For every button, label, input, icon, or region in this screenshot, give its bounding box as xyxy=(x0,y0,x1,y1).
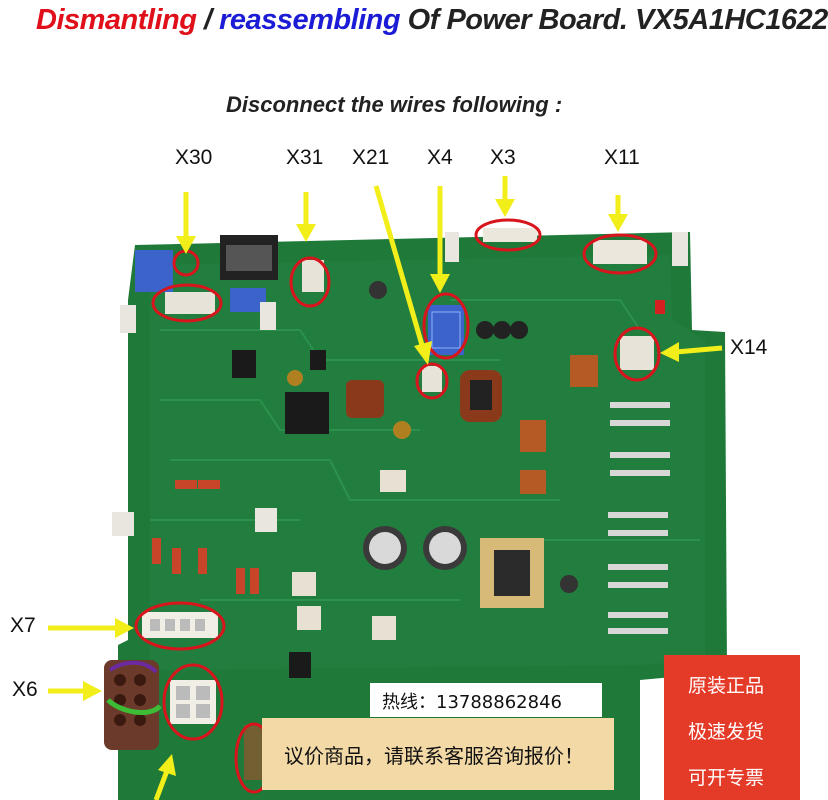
connector-x11 xyxy=(593,240,647,264)
highlight-circles xyxy=(134,218,661,794)
title-separator: / xyxy=(196,4,220,36)
ic-chip xyxy=(232,350,256,378)
pointer-arrows xyxy=(48,176,723,800)
title-board-name: Of Power Board. VX5A1HC1622 xyxy=(400,4,828,36)
standoffs xyxy=(112,232,688,536)
connector-x21 xyxy=(422,366,442,392)
connector-x14 xyxy=(620,336,654,370)
inductor-left xyxy=(346,380,384,418)
hotline-text: 热线：13788862846 xyxy=(382,692,562,713)
badge-line-genuine: 原装正品 xyxy=(688,675,765,697)
page-title: Dismantling / reassembling Of Power Boar… xyxy=(36,4,828,37)
banner-text: 议价商品，请联系客服咨询报价！ xyxy=(284,744,584,768)
label-x7: X7 xyxy=(10,614,36,637)
connector-x3 xyxy=(483,228,537,242)
instruction-subtitle: Disconnect the wires following : xyxy=(226,92,563,117)
label-x4: X4 xyxy=(427,146,453,169)
connector-x30 xyxy=(165,292,215,314)
label-x21: X21 xyxy=(352,146,390,169)
label-x6: X6 xyxy=(12,678,38,701)
label-x31: X31 xyxy=(286,146,324,169)
blue-connector-x4 xyxy=(428,305,464,355)
relay xyxy=(285,392,329,434)
title-reassembling: reassembling xyxy=(219,4,401,36)
label-x3: X3 xyxy=(490,146,516,169)
red-led xyxy=(655,300,665,314)
badge-line-fast-shipping: 极速发货 xyxy=(688,721,765,743)
title-dismantling: Dismantling xyxy=(36,4,197,36)
badge-line-invoice: 可开专票 xyxy=(688,767,765,789)
blue-connector-left xyxy=(135,250,173,292)
service-badge: 原装正品 极速发货 可开专票 xyxy=(664,655,800,800)
capacitors xyxy=(287,281,578,593)
hotline-strip: 热线：13788862846 xyxy=(370,683,602,717)
connector-x31 xyxy=(302,260,324,292)
label-x30: X30 xyxy=(175,146,213,169)
heatsinks xyxy=(608,402,670,634)
label-x14: X14 xyxy=(730,336,768,359)
label-x11: X11 xyxy=(604,146,640,169)
power-board-photo xyxy=(48,176,727,800)
resistors xyxy=(152,480,259,594)
price-negotiation-banner: 议价商品，请联系客服咨询报价！ xyxy=(262,718,614,790)
pcb-traces xyxy=(150,299,700,601)
